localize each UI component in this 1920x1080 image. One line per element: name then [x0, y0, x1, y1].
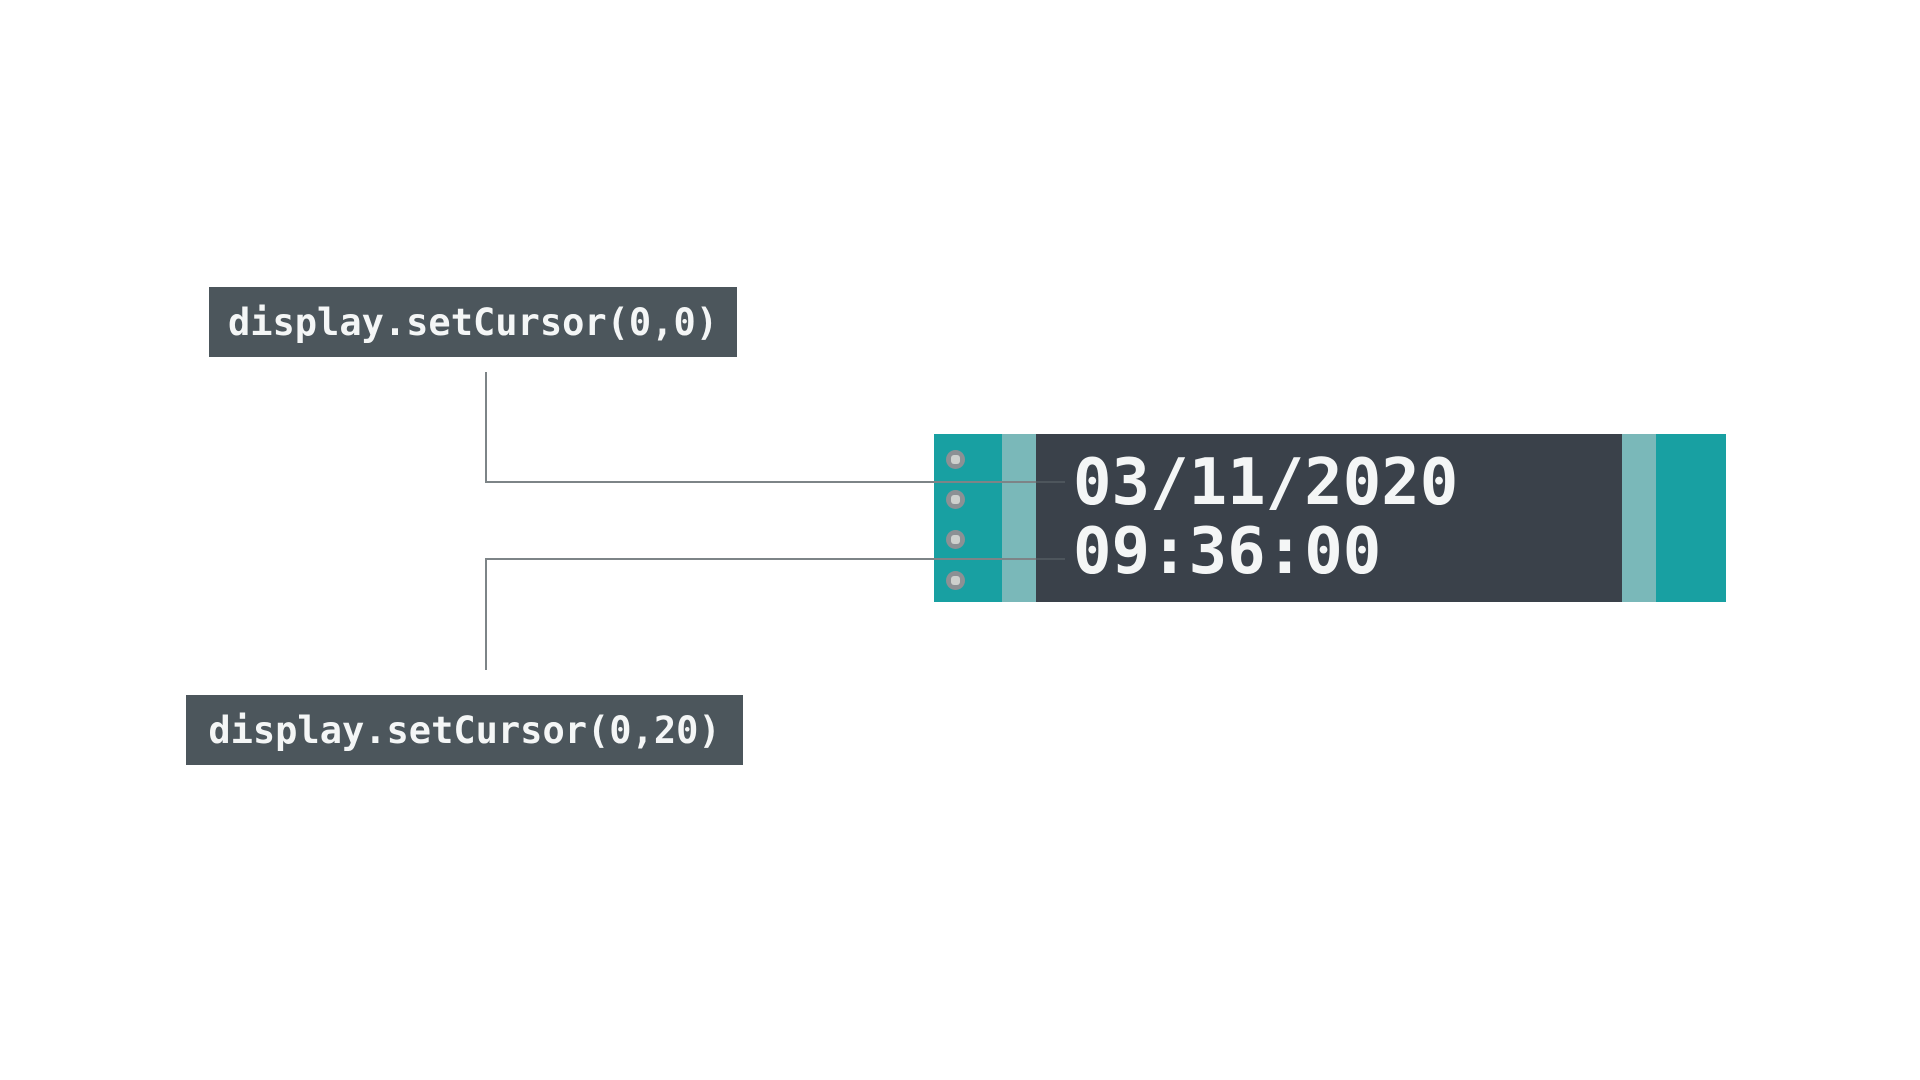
module-left-teal-edge — [934, 434, 1002, 602]
connector-bottom-horizontal-line — [485, 558, 1036, 560]
pin-pad — [951, 576, 960, 585]
code-label-bottom-text: display.setCursor(0,20) — [208, 708, 721, 752]
pin-pad — [951, 455, 960, 464]
connector-top-line-end — [1036, 481, 1065, 483]
pin-hole-icon — [946, 571, 965, 590]
module-left-light-strip — [1002, 434, 1036, 602]
connector-bottom-line-end — [1036, 558, 1065, 560]
screen-date-text: 03/11/2020 — [1073, 446, 1459, 520]
screen-time-text: 09:36:00 — [1073, 515, 1382, 589]
pin-hole-icon — [946, 450, 965, 469]
oled-display-module: 03/11/2020 09:36:00 — [934, 434, 1726, 602]
connector-top-vertical-line — [485, 372, 487, 482]
code-label-top-text: display.setCursor(0,0) — [227, 300, 719, 344]
code-label-setcursor-0-0: display.setCursor(0,0) — [209, 287, 737, 357]
pin-hole-icon — [946, 530, 965, 549]
connector-top-horizontal-line — [485, 481, 1036, 483]
pin-hole-icon — [946, 490, 965, 509]
oled-screen: 03/11/2020 09:36:00 — [1036, 434, 1622, 602]
module-right-teal-edge — [1656, 434, 1726, 602]
module-right-light-strip — [1622, 434, 1656, 602]
pin-pad — [951, 535, 960, 544]
connector-bottom-vertical-line — [485, 558, 487, 670]
code-label-setcursor-0-20: display.setCursor(0,20) — [186, 695, 743, 765]
pin-pad — [951, 495, 960, 504]
